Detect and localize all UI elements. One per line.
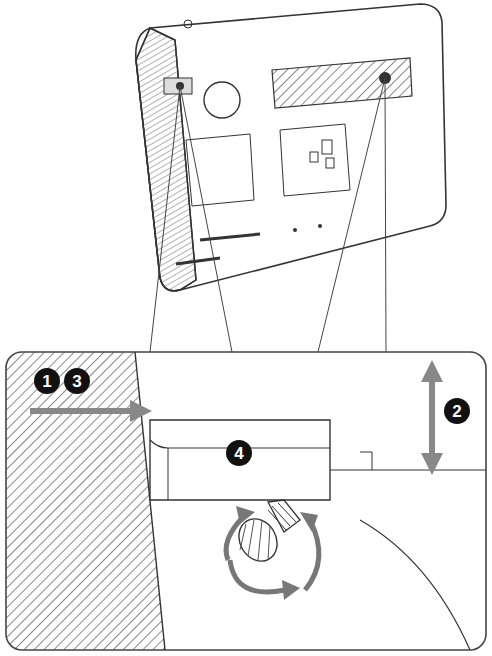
callout-text: 2 [452, 403, 461, 420]
callout-number: 3 [64, 368, 90, 394]
callout-text: 1 [42, 373, 51, 390]
callout-text: 4 [234, 445, 243, 462]
callout-number: 2 [444, 398, 470, 424]
callout-number: 1 [34, 368, 60, 394]
callout-number: 4 [226, 440, 252, 466]
callout-text: 3 [72, 373, 81, 390]
